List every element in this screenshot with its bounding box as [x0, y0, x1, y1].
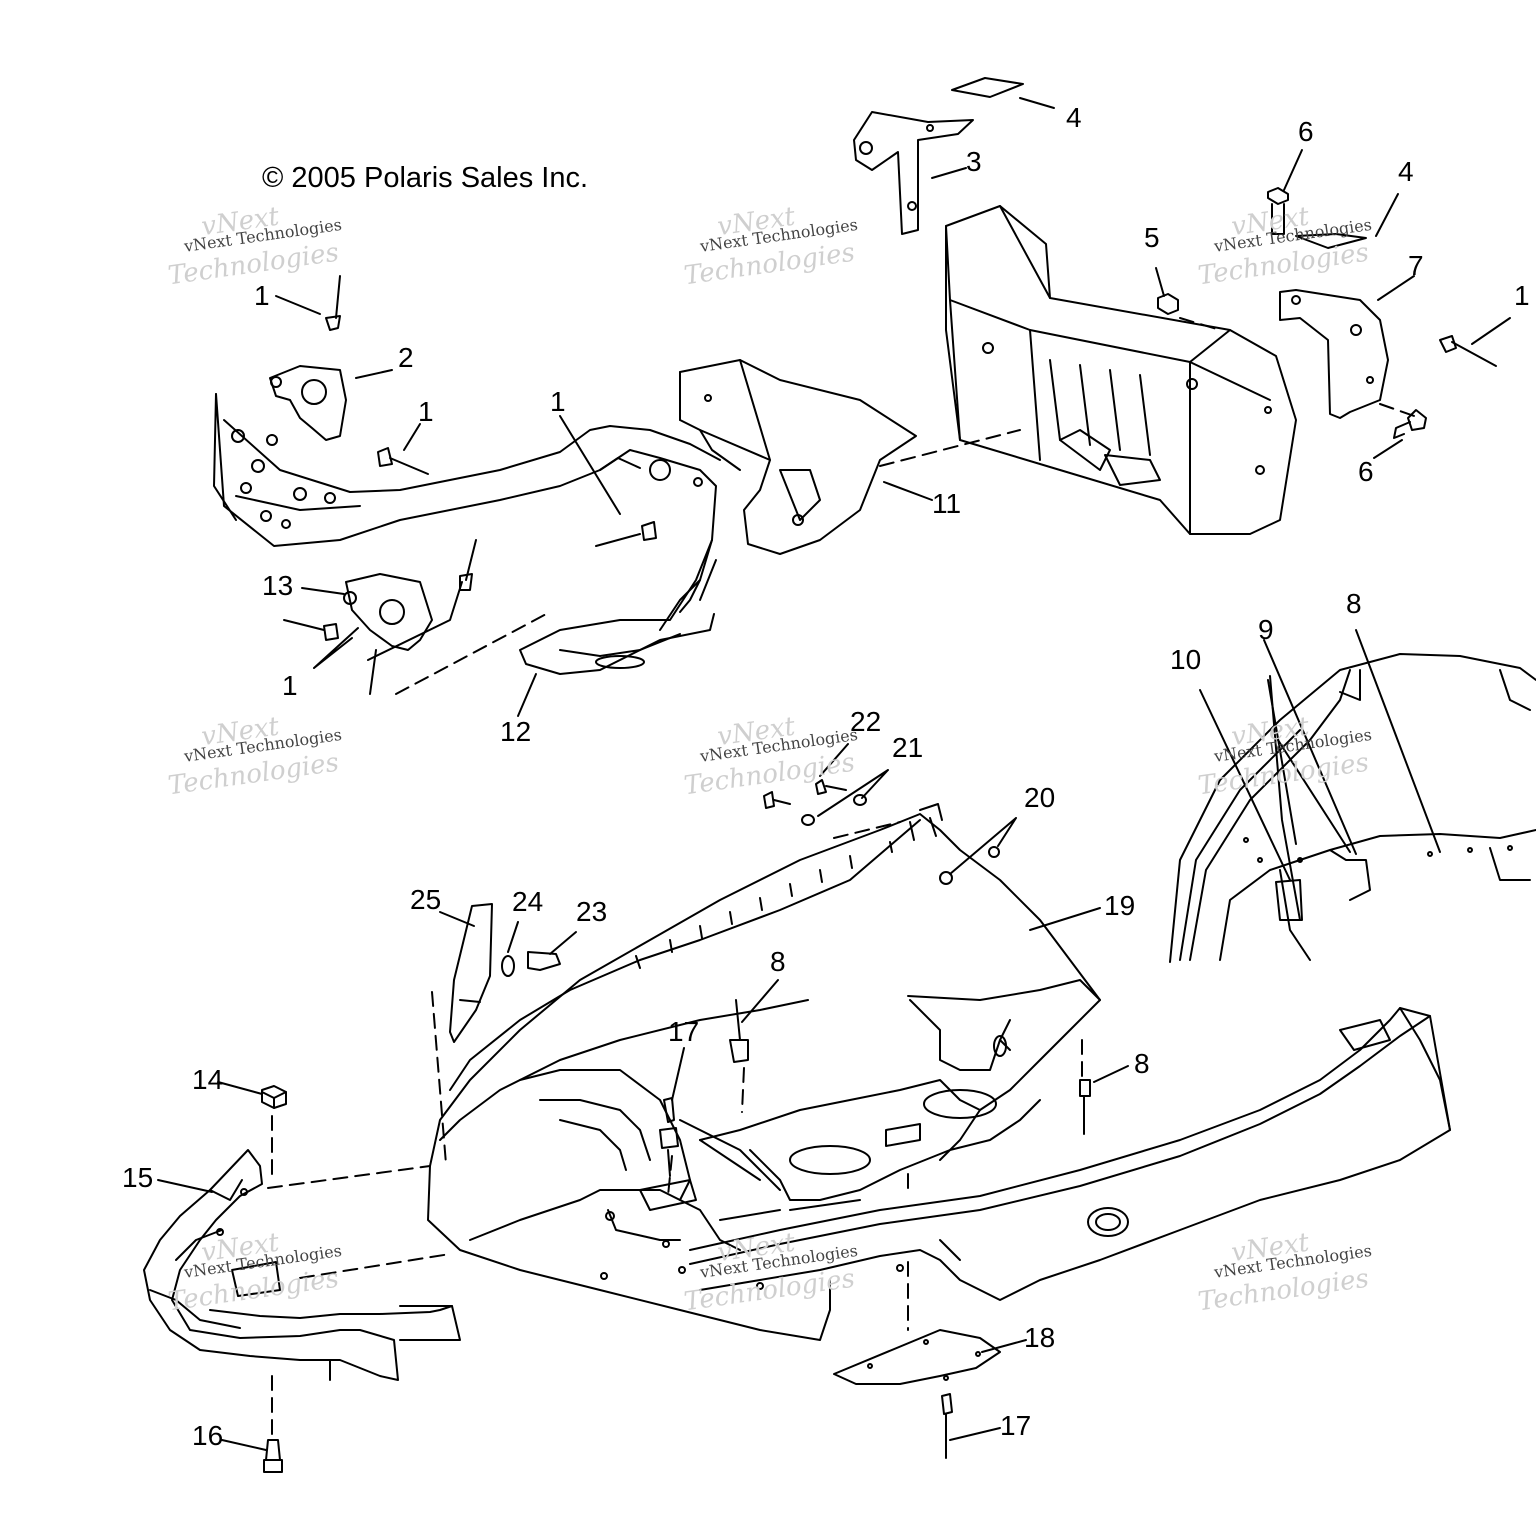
dashed-guides-upper	[395, 317, 1421, 695]
part-19-side-panel	[689, 1007, 1451, 1301]
part-6-bolt-top	[1267, 187, 1289, 235]
callout-label: 3	[966, 146, 982, 177]
part-4-right-label	[1295, 233, 1367, 249]
callout-label: 22	[850, 706, 882, 737]
dashed-guides-lower	[267, 821, 1083, 1439]
callout-label: 14	[192, 1064, 224, 1095]
part-1-rivets	[283, 275, 657, 641]
part-17-rivet-upper	[659, 1097, 679, 1177]
part-11-upper-frame	[945, 205, 1297, 535]
part-14-nut	[261, 1085, 287, 1109]
part-25-plate	[449, 903, 493, 1043]
callout-label: 8	[770, 946, 786, 977]
callout-label: 25	[410, 884, 442, 915]
hardware-fasteners-mid	[763, 779, 1000, 885]
part-8-rivet-right	[1079, 1079, 1091, 1135]
callout-label: 18	[1024, 1322, 1056, 1353]
callout-label: 19	[1104, 890, 1136, 921]
callout-label: 20	[1024, 782, 1056, 813]
part-23-bolt	[527, 951, 561, 971]
callout-label: 7	[1408, 250, 1424, 281]
callout-label: 9	[1258, 614, 1274, 645]
callout-label: 23	[576, 896, 608, 927]
part-11-front-spar	[213, 393, 721, 631]
callout-label: 1	[282, 670, 298, 701]
part-2-bracket	[269, 365, 347, 441]
callout-label: 17	[1000, 1410, 1032, 1441]
callout-label: 11	[932, 488, 962, 519]
part-7-bracket	[1279, 289, 1389, 419]
callout-label: 1	[418, 396, 434, 427]
callout-label: 4	[1066, 102, 1082, 133]
hood-panel-right	[1169, 629, 1536, 963]
leader-lines-lower	[157, 639, 1357, 1451]
part-11-center-body	[679, 359, 917, 555]
part-3-bracket	[853, 111, 974, 235]
callout-label: 21	[892, 732, 924, 763]
callout-label: 10	[1170, 644, 1202, 675]
callout-label: 5	[1144, 222, 1160, 253]
callout-label: 8	[1346, 588, 1362, 619]
part-12-skid	[519, 539, 717, 675]
leader-lines-upper	[275, 97, 1511, 717]
callout-label: 6	[1298, 116, 1314, 147]
part-5-nut	[1157, 293, 1179, 315]
callout-label: 15	[122, 1162, 154, 1193]
callout-label: 1	[254, 280, 270, 311]
callout-label: 17	[668, 1016, 700, 1047]
callout-label: 1	[550, 386, 566, 417]
part-24-washer	[501, 955, 515, 977]
callout-label: 16	[192, 1420, 224, 1451]
callout-label: 1	[1514, 280, 1530, 311]
callout-label: 12	[500, 716, 532, 747]
part-1-rivet-right	[1439, 335, 1497, 367]
callout-label: 2	[398, 342, 414, 373]
part-13-bracket	[343, 573, 433, 651]
callout-label: 8	[1134, 1048, 1150, 1079]
part-4-label-plate	[951, 77, 1024, 98]
part-15-bumper	[143, 1149, 461, 1381]
callout-label: 4	[1398, 156, 1414, 187]
copyright-notice: © 2005 Polaris Sales Inc.	[262, 162, 589, 194]
part-18-skid-plate	[833, 1329, 1001, 1385]
callout-label: 24	[512, 886, 544, 917]
callout-label: 13	[262, 570, 294, 601]
part-8-rivet-center	[729, 999, 749, 1063]
part-6-bolt-right	[1393, 409, 1427, 439]
part-16-bolt	[263, 1439, 283, 1473]
part-17-rivet-lower	[941, 1393, 953, 1459]
callout-label: 6	[1358, 456, 1374, 487]
part-19-nosepan	[427, 813, 1101, 1341]
